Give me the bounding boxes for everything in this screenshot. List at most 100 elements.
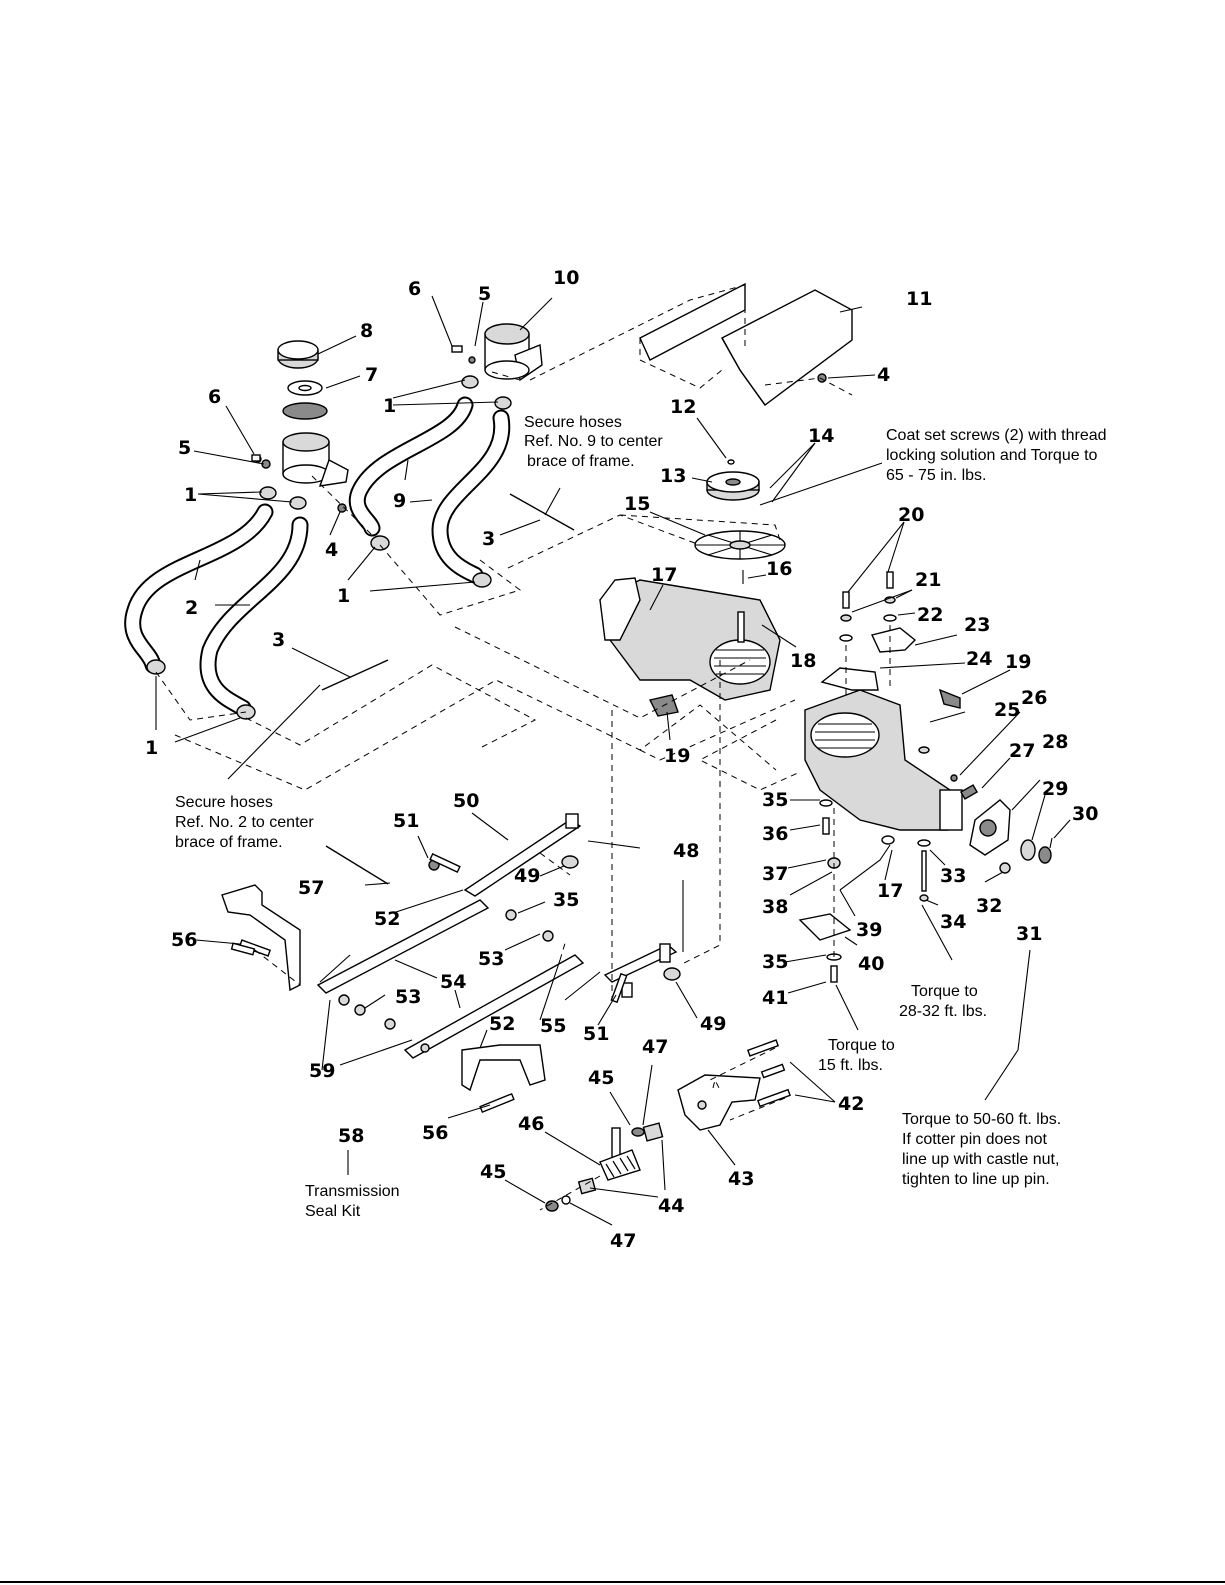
callout-33: 33 — [940, 865, 966, 887]
callout-59: 59 — [309, 1060, 335, 1082]
callout-27: 27 — [1009, 740, 1035, 762]
note-line: 28-32 ft. lbs. — [899, 1003, 987, 1020]
callout-3: 3 — [482, 528, 495, 550]
callout-20: 20 — [898, 504, 924, 526]
callout-28: 28 — [1042, 731, 1068, 753]
callout-57: 57 — [298, 877, 324, 899]
callout-45: 45 — [588, 1067, 614, 1089]
assembly-dashed-lines — [155, 284, 891, 1211]
callout-46: 46 — [518, 1113, 544, 1135]
page-bottom-rule — [0, 1581, 1225, 1583]
callout-3: 3 — [272, 629, 285, 651]
callout-39: 39 — [856, 919, 882, 941]
callout-53: 53 — [478, 948, 504, 970]
callout-58: 58 — [338, 1125, 364, 1147]
callout-52: 52 — [374, 908, 400, 930]
callout-34: 34 — [940, 911, 966, 933]
callout-numbers: 1 1 1 1 2 3 3 4 4 5 5 6 6 7 8 9 10 11 12… — [145, 267, 1098, 1252]
note-secure-hoses-9: Secure hoses Ref. No. 9 to center brace … — [524, 414, 663, 470]
callout-6: 6 — [408, 278, 421, 300]
bolts — [230, 853, 786, 1079]
callout-47: 47 — [642, 1036, 668, 1058]
callout-11: 11 — [906, 288, 932, 310]
note-line: locking solution and Torque to — [886, 447, 1098, 464]
callout-21: 21 — [915, 569, 941, 591]
note-secure-hoses-2: Secure hoses Ref. No. 2 to center brace … — [175, 794, 314, 851]
reservoir-left — [251, 340, 349, 513]
note-line: Torque to — [911, 983, 978, 1000]
callout-51: 51 — [393, 810, 419, 832]
callout-1: 1 — [383, 395, 396, 417]
note-torque-50-60: Torque to 50-60 ft. lbs. If cotter pin d… — [902, 1111, 1061, 1188]
callout-30: 30 — [1072, 803, 1098, 825]
callout-22: 22 — [917, 604, 943, 626]
callout-1: 1 — [184, 484, 197, 506]
callout-56: 56 — [422, 1122, 448, 1144]
note-line: Secure hoses — [524, 414, 622, 431]
callout-1: 1 — [145, 737, 158, 759]
transmission-lower — [804, 689, 963, 831]
callout-17: 17 — [877, 880, 903, 902]
leader-lines — [155, 295, 1071, 1226]
note-line: tighten to line up pin. — [902, 1171, 1050, 1188]
callout-37: 37 — [762, 863, 788, 885]
callout-38: 38 — [762, 896, 788, 918]
callout-19: 19 — [1005, 651, 1031, 673]
callout-29: 29 — [1042, 778, 1068, 800]
callout-54: 54 — [440, 971, 466, 993]
callout-42: 42 — [838, 1093, 864, 1115]
callout-26: 26 — [1021, 687, 1047, 709]
note-line: line up with castle nut, — [902, 1151, 1059, 1168]
note-line: Seal Kit — [305, 1203, 361, 1220]
callout-32: 32 — [976, 895, 1002, 917]
callout-53: 53 — [395, 986, 421, 1008]
cable-ties — [321, 493, 575, 885]
callout-44: 44 — [658, 1195, 684, 1217]
callout-49: 49 — [514, 865, 540, 887]
note-coat-set-screws: Coat set screws (2) with thread locking … — [886, 427, 1107, 484]
note-torque-28-32: Torque to 28-32 ft. lbs. — [899, 983, 987, 1020]
callout-25: 25 — [994, 699, 1020, 721]
callout-43: 43 — [728, 1168, 754, 1190]
callout-31: 31 — [1016, 923, 1042, 945]
callout-13: 13 — [660, 465, 686, 487]
linkage-rods — [316, 813, 681, 1059]
note-torque-15: Torque to 15 ft. lbs. — [818, 1037, 895, 1074]
note-line: 15 ft. lbs. — [818, 1057, 883, 1074]
callout-16: 16 — [766, 558, 792, 580]
callout-4: 4 — [877, 364, 890, 386]
callout-5: 5 — [178, 437, 191, 459]
callout-56: 56 — [171, 929, 197, 951]
fan-shield — [639, 282, 853, 406]
callout-9: 9 — [393, 490, 406, 512]
callout-17: 17 — [651, 564, 677, 586]
callout-49: 49 — [700, 1013, 726, 1035]
note-line: Torque to — [828, 1037, 895, 1054]
pedal-assembly — [545, 1039, 791, 1212]
callout-36: 36 — [762, 823, 788, 845]
callout-35: 35 — [762, 789, 788, 811]
callout-18: 18 — [790, 650, 816, 672]
callout-52: 52 — [489, 1013, 515, 1035]
callout-45: 45 — [480, 1161, 506, 1183]
hoses — [124, 396, 511, 720]
pulley-and-fan — [694, 459, 786, 584]
callout-2: 2 — [185, 597, 198, 619]
wheel-hub — [959, 784, 1053, 874]
note-line: Torque to 50-60 ft. lbs. — [902, 1111, 1061, 1128]
note-line: brace of frame. — [527, 453, 635, 470]
note-line: 65 - 75 in. lbs. — [886, 467, 987, 484]
callout-10: 10 — [553, 267, 579, 289]
callout-7: 7 — [365, 364, 378, 386]
callout-50: 50 — [453, 790, 479, 812]
callout-48: 48 — [673, 840, 699, 862]
note-line: If cotter pin does not — [902, 1131, 1048, 1148]
callout-41: 41 — [762, 987, 788, 1009]
reservoir-right — [451, 323, 543, 410]
note-line: Secure hoses — [175, 794, 273, 811]
callout-15: 15 — [624, 493, 650, 515]
note-line: Ref. No. 2 to center — [175, 814, 314, 831]
note-line: Transmission — [305, 1183, 400, 1200]
callout-47: 47 — [610, 1230, 636, 1252]
